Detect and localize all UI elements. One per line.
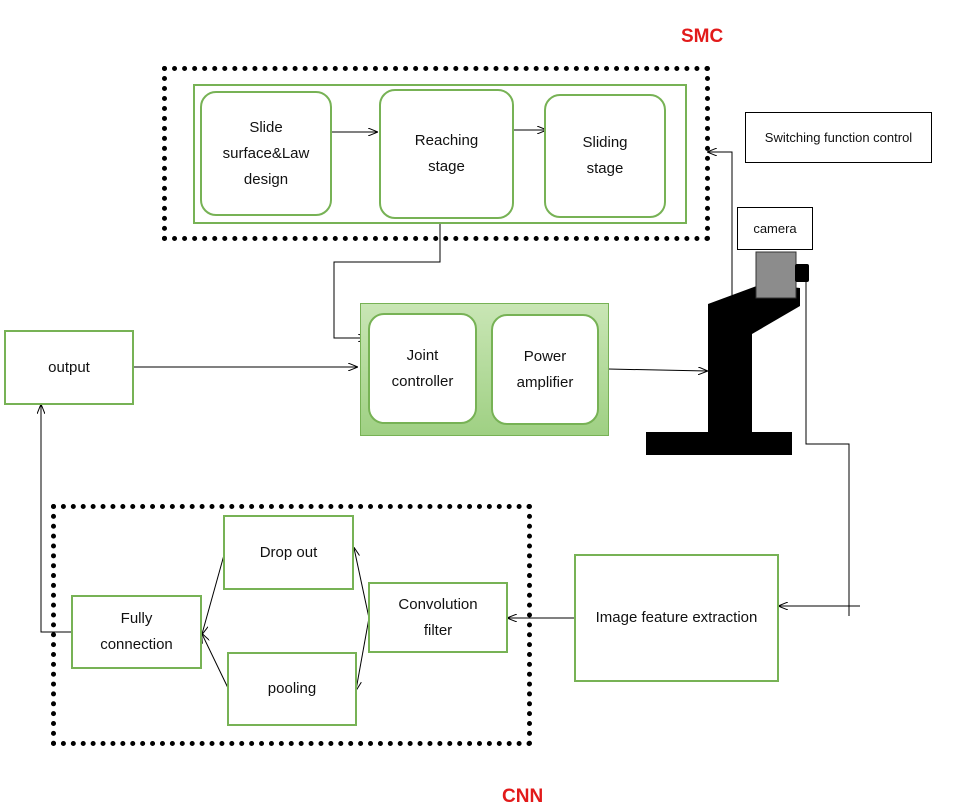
drop-out-label: Drop out <box>259 543 318 561</box>
convolution-filter-label: Convolution filter <box>398 595 478 639</box>
arrow-pooling-to-fully <box>202 634 229 689</box>
fully-connection-label: Fully connection <box>100 610 173 653</box>
power-amplifier-label: Power amplifier <box>516 347 574 391</box>
robot-arm-icon <box>646 284 800 455</box>
drop-out-box: Drop out <box>223 515 354 590</box>
reaching-stage-box: Reaching stage <box>379 89 514 219</box>
arrow-camera-to-image-feature <box>805 280 850 616</box>
arrow-fully-to-output <box>41 405 72 633</box>
arrow-conv-to-pooling <box>356 617 370 690</box>
image-feature-extraction-label: Image feature extraction <box>595 609 758 626</box>
switching-function-control-box: Switching function control <box>745 112 932 163</box>
image-feature-extraction-box: Image feature extraction <box>574 554 779 682</box>
arrow-robot-to-smc <box>708 152 733 300</box>
arrow-power-to-robot <box>607 369 707 371</box>
cnn-title: CNN <box>502 786 544 807</box>
arrow-dropout-to-fully <box>202 554 225 634</box>
fully-connection-box: Fully connection <box>71 595 202 669</box>
camera-label-box: camera <box>737 207 813 250</box>
joint-controller-label: Joint controller <box>391 346 454 390</box>
convolution-filter-box: Convolution filter <box>368 582 508 653</box>
slide-surface-label: Slide surface&Law design <box>222 118 310 188</box>
pooling-label: pooling <box>267 680 317 697</box>
switching-function-label: Switching function control <box>764 129 913 145</box>
pooling-box: pooling <box>227 652 357 726</box>
smc-group <box>162 66 710 241</box>
arrow-conv-to-dropout <box>354 548 370 619</box>
cnn-group <box>51 504 532 746</box>
camera-icon <box>755 251 809 299</box>
joint-controller-box: Joint controller <box>368 313 477 424</box>
sliding-stage-box: Sliding stage <box>544 94 666 218</box>
output-label: output <box>48 358 90 376</box>
sliding-stage-label: Sliding stage <box>582 134 628 177</box>
reaching-stage-label: Reaching stage <box>414 132 479 175</box>
output-box: output <box>4 330 134 405</box>
camera-label: camera <box>753 220 797 236</box>
smc-inner-frame <box>193 84 687 224</box>
slide-surface-law-design-box: Slide surface&Law design <box>200 91 332 216</box>
power-amplifier-box: Power amplifier <box>491 314 599 425</box>
arrow-smc-to-joint-controller <box>333 224 441 338</box>
smc-title: SMC <box>681 26 724 47</box>
